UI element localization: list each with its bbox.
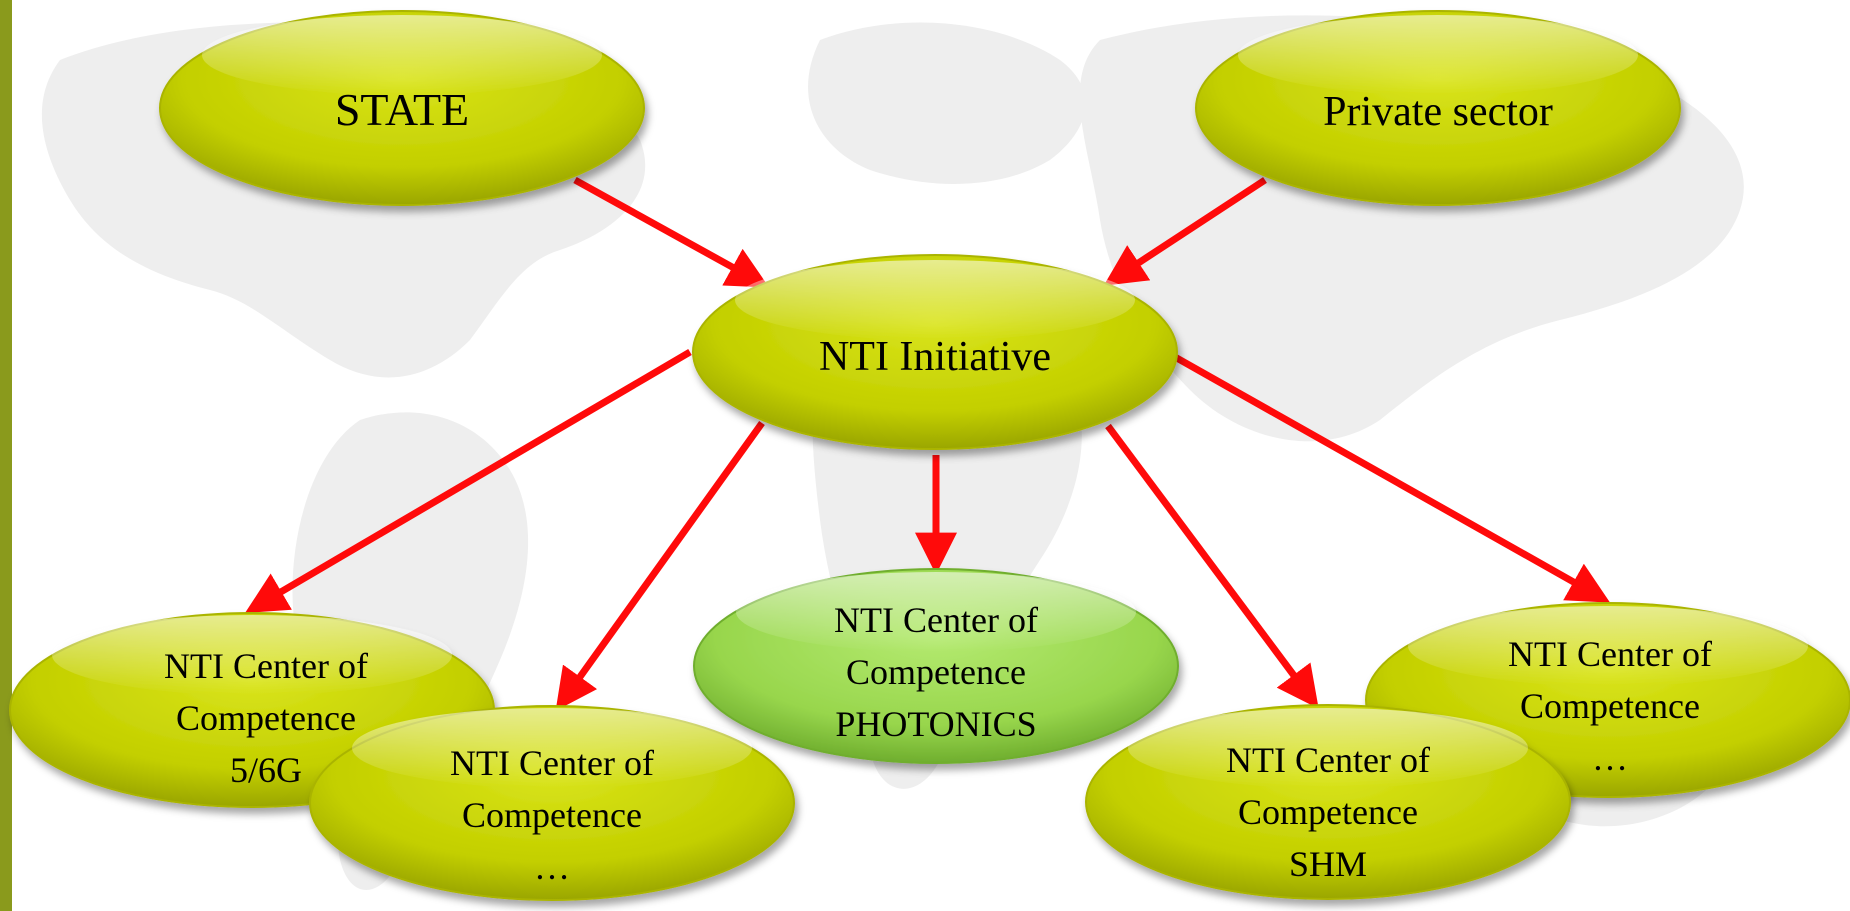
node-dots-2-line-1: NTI Center of xyxy=(1508,634,1712,674)
node-private-sector: Private sector xyxy=(1195,10,1681,206)
node-competence-shm: NTI Center of Competence SHM xyxy=(1085,704,1571,900)
arrow-private-to-nti xyxy=(1103,177,1267,286)
node-dots-2-line-3: … xyxy=(1592,738,1628,778)
node-shm-line-3: SHM xyxy=(1289,844,1367,884)
arrow-nti-to-competence-dots-1 xyxy=(555,420,765,711)
node-nti-initiative-label: NTI Initiative xyxy=(819,334,1051,380)
node-dots-2-line-2: Competence xyxy=(1520,686,1700,726)
node-competence-dots-1: NTI Center of Competence … xyxy=(309,705,795,901)
node-5-6g-line-3: 5/6G xyxy=(230,750,302,790)
node-dots-1-line-1: NTI Center of xyxy=(450,743,654,783)
node-competence-5-6g: NTI Center of Competence 5/6G xyxy=(9,612,495,808)
node-state-label: STATE xyxy=(335,84,469,135)
node-5-6g-line-2: Competence xyxy=(176,698,356,738)
node-nti-initiative: NTI Initiative xyxy=(692,254,1178,450)
arrow-nti-to-shm xyxy=(1105,423,1319,709)
node-photonics-line-1: NTI Center of xyxy=(834,600,1038,640)
node-5-6g-line-1: NTI Center of xyxy=(164,646,368,686)
node-shm-line-2: Competence xyxy=(1238,792,1418,832)
node-state: STATE xyxy=(159,10,645,206)
node-competence-photonics: NTI Center of Competence PHOTONICS xyxy=(693,568,1179,764)
node-shm-line-1: NTI Center of xyxy=(1226,740,1430,780)
node-private-sector-label: Private sector xyxy=(1323,89,1553,135)
arrow-nti-to-5-6g xyxy=(245,348,692,613)
arrow-state-to-nti xyxy=(573,176,770,288)
node-dots-1-line-3: … xyxy=(534,847,570,887)
left-accent-bar xyxy=(0,0,12,911)
node-photonics-line-3: PHOTONICS xyxy=(835,704,1036,744)
arrow-nti-to-competence-dots-2 xyxy=(1173,353,1611,603)
node-dots-1-line-2: Competence xyxy=(462,795,642,835)
arrows xyxy=(245,176,1611,711)
node-photonics-line-2: Competence xyxy=(846,652,1026,692)
